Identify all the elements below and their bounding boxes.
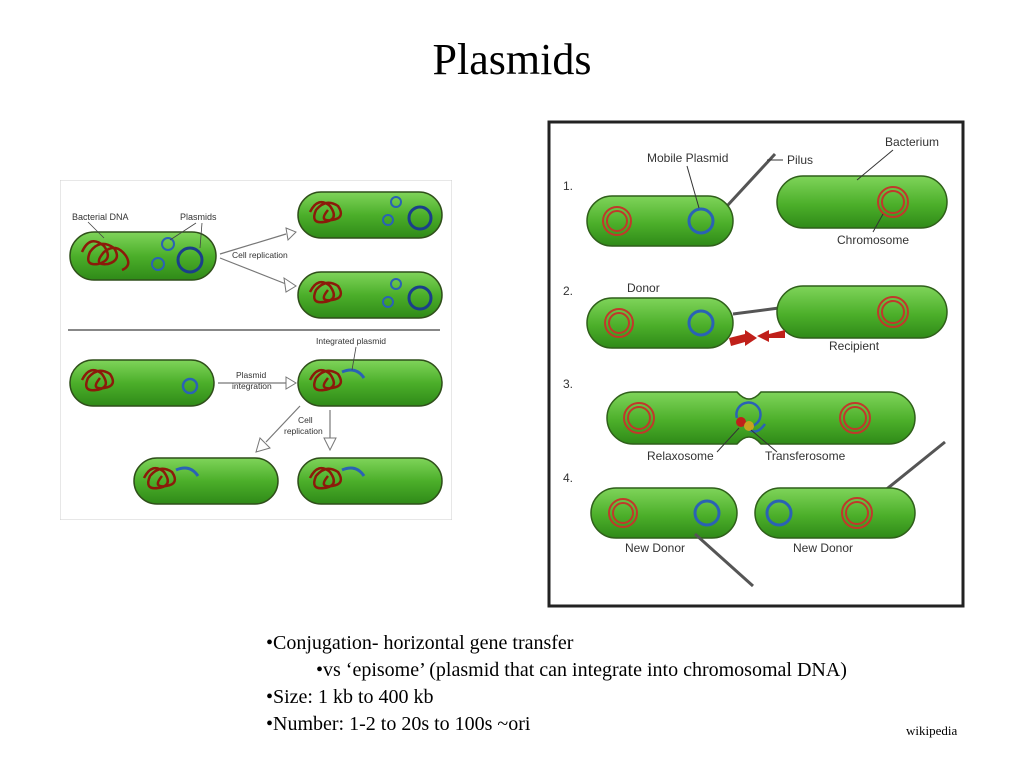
cell-replication-label: Cell replication (232, 250, 288, 260)
transferosome-label: Transferosome (765, 449, 846, 463)
step-3-label: 3. (563, 377, 573, 391)
new-donor-right-label: New Donor (793, 541, 853, 555)
cell-before-integration (69, 359, 215, 407)
chromosome-label: Chromosome (837, 233, 909, 247)
step-4-new-donor-left (590, 487, 755, 588)
relaxosome-label: Relaxosome (647, 449, 714, 463)
bullet-size: •Size: 1 kb to 400 kb (266, 686, 434, 708)
step-2-donor-cell (586, 297, 734, 349)
pilus-icon-new-donor-left (693, 532, 755, 588)
step-1-recipient-cell (776, 175, 948, 229)
step-1-label: 1. (563, 179, 573, 193)
relaxosome-icon (736, 417, 746, 427)
integrated-plasmid-label: Integrated plasmid (316, 336, 386, 346)
pilus-label: Pilus (787, 153, 813, 167)
slide-title: Plasmids (432, 35, 592, 84)
plasmids-label: Plasmids (180, 212, 217, 222)
bacterium-label: Bacterium (885, 135, 939, 149)
new-donor-left-label: New Donor (625, 541, 685, 555)
bullet-number: •Number: 1-2 to 20s to 100s ~ori (266, 713, 531, 735)
pull-arrow-left-icon (757, 330, 785, 342)
bacterial-dna-strand (80, 239, 130, 272)
parent-cell (69, 231, 217, 281)
daughter-cell-1 (297, 191, 443, 239)
plasmid-integration-label-1: Plasmid (236, 370, 267, 380)
pilus-icon (725, 152, 777, 208)
cell-replication-label-2a: Cell (298, 415, 313, 425)
recipient-label: Recipient (829, 339, 880, 353)
mobile-plasmid-icon (687, 207, 715, 235)
daughter-cell-integrated-2 (297, 457, 443, 505)
step-4-label: 4. (563, 471, 573, 485)
step-2-recipient-cell (776, 285, 948, 339)
daughter-cell-2 (297, 271, 443, 319)
plasmid-small-icon (161, 237, 175, 251)
step-4-new-donor-right (754, 440, 946, 539)
plasmid-replication-diagram: Bacterial DNA Plasmids Cell replication … (60, 180, 452, 520)
step-3-conjugating-cells (606, 391, 916, 445)
plasmid-large-icon (176, 246, 204, 274)
bullet-list: •Conjugation- horizontal gene transfer •… (266, 630, 847, 738)
source-credit: wikipedia (906, 723, 958, 738)
pilus-connection-icon (732, 306, 780, 316)
bullet-episome: •vs ‘episome’ (plasmid that can integrat… (316, 659, 847, 681)
pull-arrow-right-icon (729, 330, 757, 346)
donor-label: Donor (627, 281, 660, 295)
mobile-plasmid-label: Mobile Plasmid (647, 151, 728, 165)
bullet-conjugation: •Conjugation- horizontal gene transfer (266, 632, 574, 654)
conjugation-diagram: 1. 2. 3. 4. Mobile Plasmid Pilus Bacteri… (547, 120, 965, 608)
daughter-cell-integrated-1 (133, 457, 279, 505)
cell-integrated-plasmid (297, 359, 443, 407)
cell-replication-label-2b: replication (284, 426, 323, 436)
pilus-icon-new-donor-right (882, 440, 946, 494)
transferosome-icon (744, 421, 754, 431)
step-2-label: 2. (563, 284, 573, 298)
step-1-donor-cell (586, 152, 777, 247)
plasmid-integration-label-2: integration (232, 381, 272, 391)
bacterial-dna-label: Bacterial DNA (72, 212, 129, 222)
